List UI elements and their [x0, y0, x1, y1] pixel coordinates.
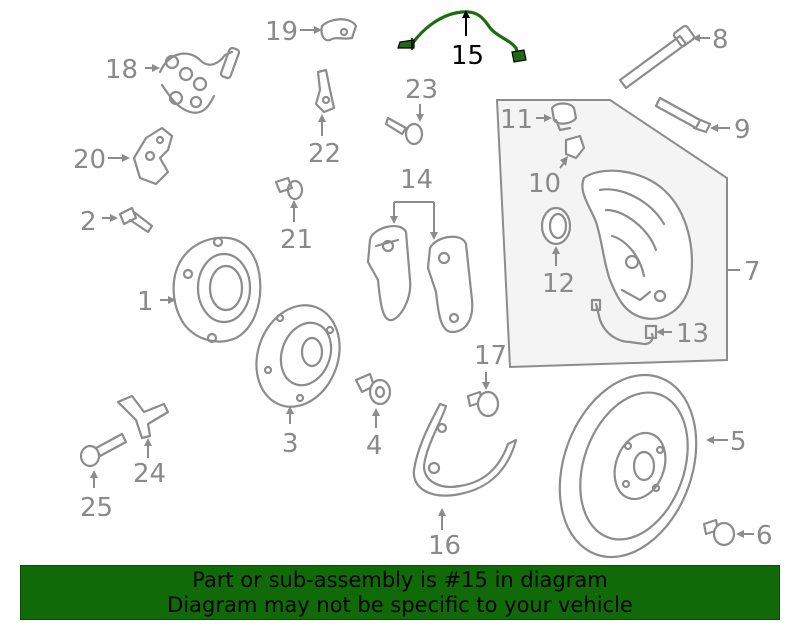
callout-8: 8 — [712, 25, 729, 55]
part-17-bolt[interactable] — [466, 390, 500, 418]
callout-6: 6 — [756, 521, 773, 551]
callout-23: 23 — [405, 75, 438, 105]
callout-24: 24 — [133, 459, 166, 489]
callout-17: 17 — [474, 341, 507, 371]
callout-13: 13 — [676, 319, 709, 349]
callout-3: 3 — [282, 429, 299, 459]
part-7-caliper[interactable] — [581, 169, 693, 320]
callout-9: 9 — [734, 115, 751, 145]
part-10-bleeder-valve[interactable] — [564, 134, 586, 160]
part-19-clip[interactable] — [320, 18, 358, 42]
callout-20: 20 — [73, 145, 106, 175]
part-11-bleeder[interactable] — [550, 102, 578, 132]
part-14-brake-pads[interactable] — [366, 224, 474, 334]
callout-4: 4 — [366, 431, 383, 461]
callout-10: 10 — [528, 169, 561, 199]
part-25-bolt[interactable] — [79, 432, 128, 468]
part-16-splash-shield[interactable] — [412, 402, 518, 497]
part-15-wear-sensor[interactable] — [397, 10, 527, 63]
banner-line-2: Diagram may not be specific to your vehi… — [167, 592, 633, 617]
callout-18: 18 — [105, 55, 138, 85]
part-23-bolt[interactable] — [384, 116, 424, 146]
callout-25: 25 — [80, 493, 113, 523]
part-18-sensor-cable[interactable] — [158, 46, 241, 114]
callout-5: 5 — [730, 427, 747, 457]
part-20-bracket[interactable] — [132, 126, 174, 186]
callout-19: 19 — [265, 17, 298, 47]
callout-1: 1 — [137, 287, 154, 317]
banner-line-1: Part or sub-assembly is #15 in diagram — [192, 567, 608, 592]
info-banner: Part or sub-assembly is #15 in diagram D… — [20, 565, 780, 620]
part-24-bracket[interactable] — [116, 394, 170, 440]
part-2-bolt[interactable] — [118, 206, 154, 234]
callout-15: 15 — [451, 41, 484, 71]
callout-7: 7 — [744, 257, 761, 287]
part-6-screw[interactable] — [702, 518, 736, 547]
part-1-wheel-bearing[interactable] — [172, 236, 262, 344]
callout-22: 22 — [308, 139, 341, 169]
part-9-guide-pin[interactable] — [654, 96, 712, 134]
callout-12: 12 — [542, 269, 575, 299]
part-4-bolt[interactable] — [354, 372, 392, 406]
part-12-seal[interactable] — [540, 206, 572, 246]
part-3-hub[interactable] — [243, 293, 354, 418]
parts-diagram: 15 19 18 20 2 22 — [73, 10, 773, 560]
part-21-bolt[interactable] — [274, 176, 304, 201]
part-5-brake-rotor[interactable] — [536, 356, 721, 560]
callout-2: 2 — [80, 207, 97, 237]
callout-14: 14 — [400, 165, 433, 195]
callout-21: 21 — [280, 225, 313, 255]
callout-16: 16 — [428, 531, 461, 560]
part-8-bolt[interactable] — [618, 24, 696, 90]
part-22-bracket[interactable] — [314, 68, 336, 114]
callout-11: 11 — [500, 105, 533, 135]
